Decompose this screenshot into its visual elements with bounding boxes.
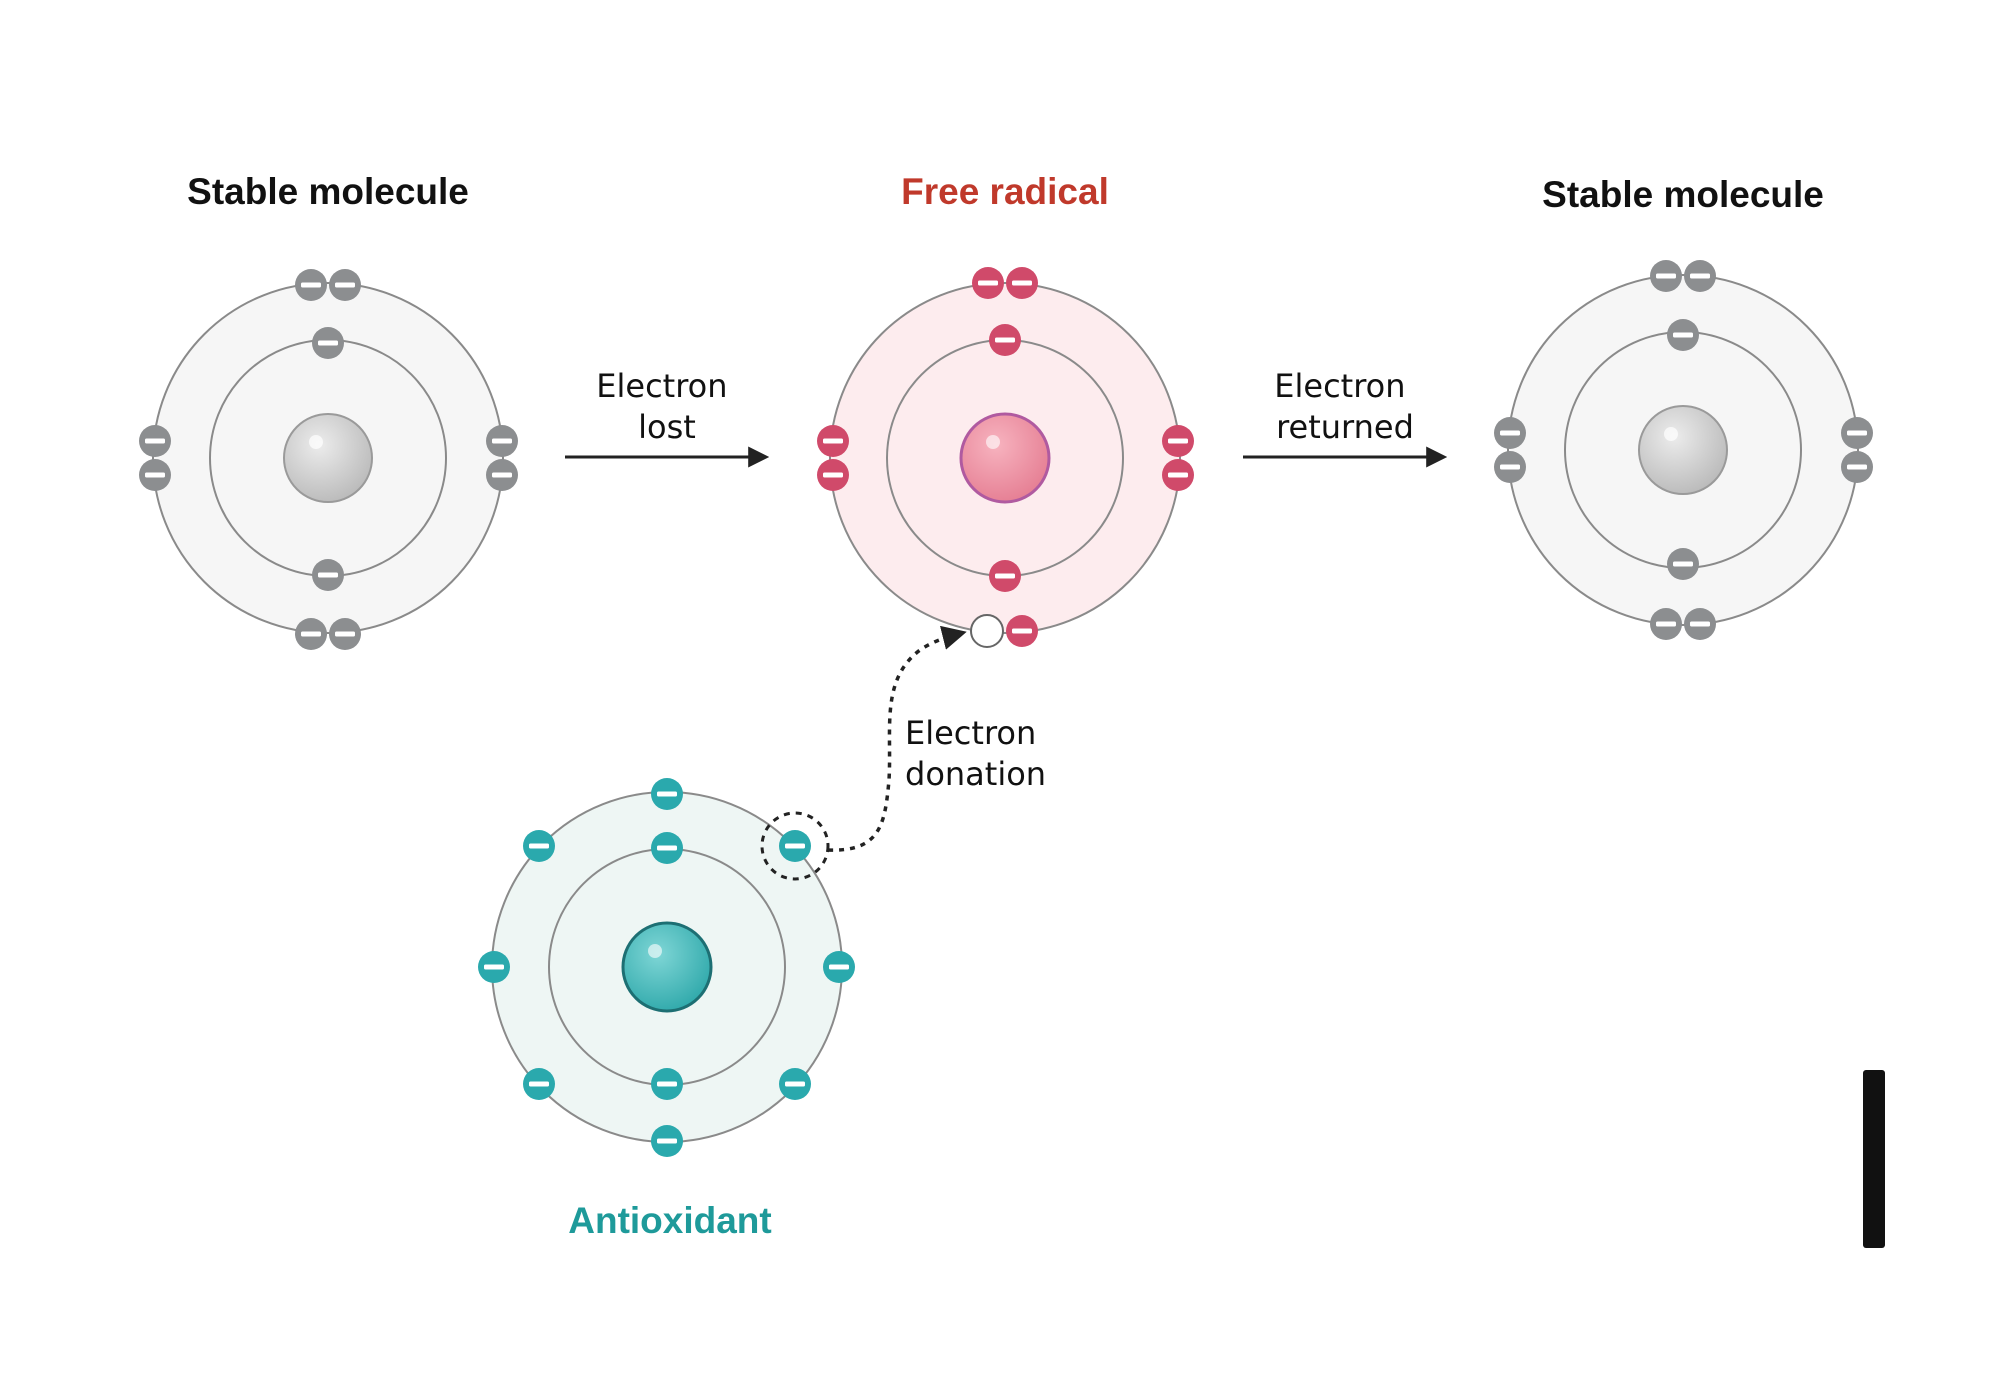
- electrons-right: [1494, 260, 1873, 640]
- electrons-left: [139, 269, 518, 650]
- electron: [651, 832, 683, 864]
- electron: [1650, 608, 1682, 640]
- electron: [486, 459, 518, 491]
- electron: [295, 618, 327, 650]
- electron: [817, 425, 849, 457]
- electrons-antioxidant: [478, 778, 855, 1157]
- electron: [779, 1068, 811, 1100]
- vertical-bar: [1863, 1070, 1885, 1248]
- title-antioxidant: Antioxidant: [568, 1200, 771, 1241]
- electron: [1684, 608, 1716, 640]
- title-stable-left: Stable molecule: [187, 171, 469, 212]
- label-line: lost: [638, 408, 696, 446]
- electron: [478, 951, 510, 983]
- nucleus: [1638, 405, 1728, 495]
- electron: [1006, 615, 1038, 647]
- electron: [651, 1068, 683, 1100]
- free-radical-molecule: [829, 282, 1181, 634]
- electron: [1162, 425, 1194, 457]
- label-electron-donation: Electron donation: [905, 714, 1046, 793]
- electron: [1667, 548, 1699, 580]
- title-free-radical: Free radical: [901, 171, 1109, 212]
- label-line: returned: [1276, 408, 1414, 446]
- electron: [486, 425, 518, 457]
- electron: [1162, 459, 1194, 491]
- electron: [1494, 417, 1526, 449]
- title-stable-right: Stable molecule: [1542, 174, 1824, 215]
- label-electron-lost: Electron lost: [596, 367, 737, 446]
- electron: [523, 830, 555, 862]
- label-line: Electron: [905, 714, 1036, 752]
- electron: [1841, 417, 1873, 449]
- nucleus: [283, 413, 373, 503]
- electron: [823, 951, 855, 983]
- stable-molecule-right: [1507, 274, 1859, 626]
- electron: [989, 324, 1021, 356]
- electron: [1684, 260, 1716, 292]
- electron: [312, 559, 344, 591]
- electron: [779, 830, 811, 862]
- nucleus: [621, 921, 713, 1013]
- electron: [1667, 319, 1699, 351]
- electron: [989, 560, 1021, 592]
- electron: [295, 269, 327, 301]
- electron: [1006, 267, 1038, 299]
- electron: [329, 618, 361, 650]
- electron: [1650, 260, 1682, 292]
- label-line: Electron: [1274, 367, 1405, 405]
- label-line: Electron: [596, 367, 727, 405]
- electron: [523, 1068, 555, 1100]
- electron: [972, 267, 1004, 299]
- nucleus: [959, 412, 1051, 504]
- electron: [817, 459, 849, 491]
- label-electron-returned: Electron returned: [1274, 367, 1415, 446]
- electrons-center: [817, 267, 1194, 647]
- electron: [312, 327, 344, 359]
- electron: [329, 269, 361, 301]
- electron: [1494, 451, 1526, 483]
- electron: [651, 1125, 683, 1157]
- electron: [139, 459, 171, 491]
- empty-electron-slot: [970, 614, 1004, 648]
- electron: [651, 778, 683, 810]
- stable-molecule-left: [152, 282, 504, 634]
- label-line: donation: [905, 755, 1046, 793]
- antioxidant-molecule: [491, 791, 843, 1143]
- donated-electron-highlight: [760, 811, 830, 881]
- electron: [1841, 451, 1873, 483]
- electron: [139, 425, 171, 457]
